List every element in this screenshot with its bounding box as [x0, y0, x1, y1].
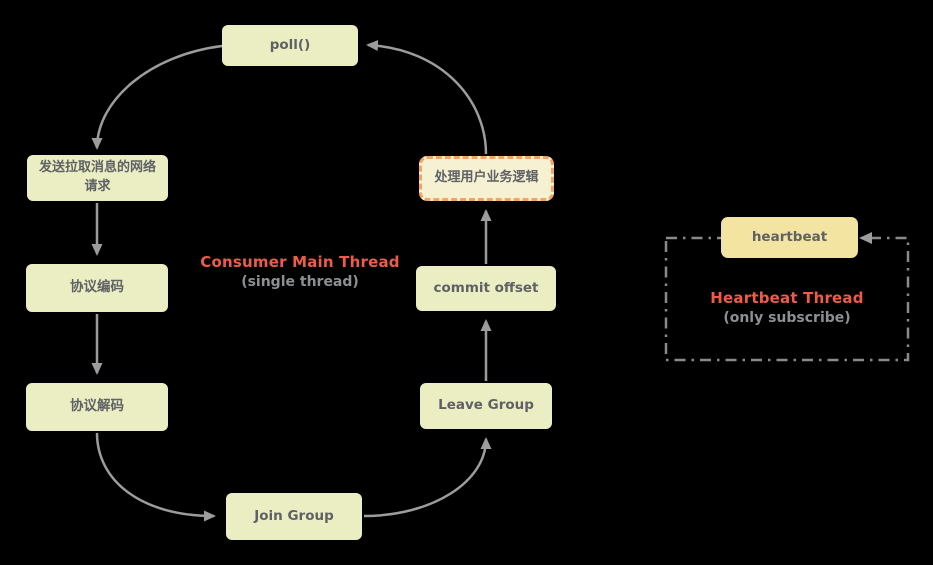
edge-decode-to-join-group — [95, 432, 216, 522]
node-protocol-decode: 协议解码 — [26, 383, 168, 431]
consumer-thread-subtitle: (single thread) — [241, 274, 359, 290]
node-commit-offset: commit offset — [416, 266, 556, 311]
heartbeat-arrowhead-icon — [859, 232, 872, 244]
node-leave-group: Leave Group — [420, 383, 552, 429]
node-process-user-logic: 处理用户业务逻辑 — [419, 156, 554, 201]
node-protocol-encode: 协议编码 — [26, 264, 168, 312]
node-network-request: 发送拉取消息的网络请求 — [27, 155, 168, 201]
edge-process-logic-to-poll — [366, 40, 488, 155]
heartbeat-thread-subtitle: (only subscribe) — [723, 310, 851, 326]
edge-join-group-to-leave-group — [363, 437, 492, 518]
heartbeat-thread-title: Heartbeat Thread — [710, 289, 864, 307]
node-poll: poll() — [222, 25, 358, 66]
consumer-thread-caption: Consumer Main Thread (single thread) — [185, 253, 415, 290]
node-heartbeat: heartbeat — [721, 217, 858, 258]
edge-poll-to-network-request — [91, 44, 223, 150]
heartbeat-thread-caption: Heartbeat Thread (only subscribe) — [677, 289, 897, 326]
node-join-group: Join Group — [226, 493, 362, 540]
consumer-thread-title: Consumer Main Thread — [200, 253, 400, 271]
